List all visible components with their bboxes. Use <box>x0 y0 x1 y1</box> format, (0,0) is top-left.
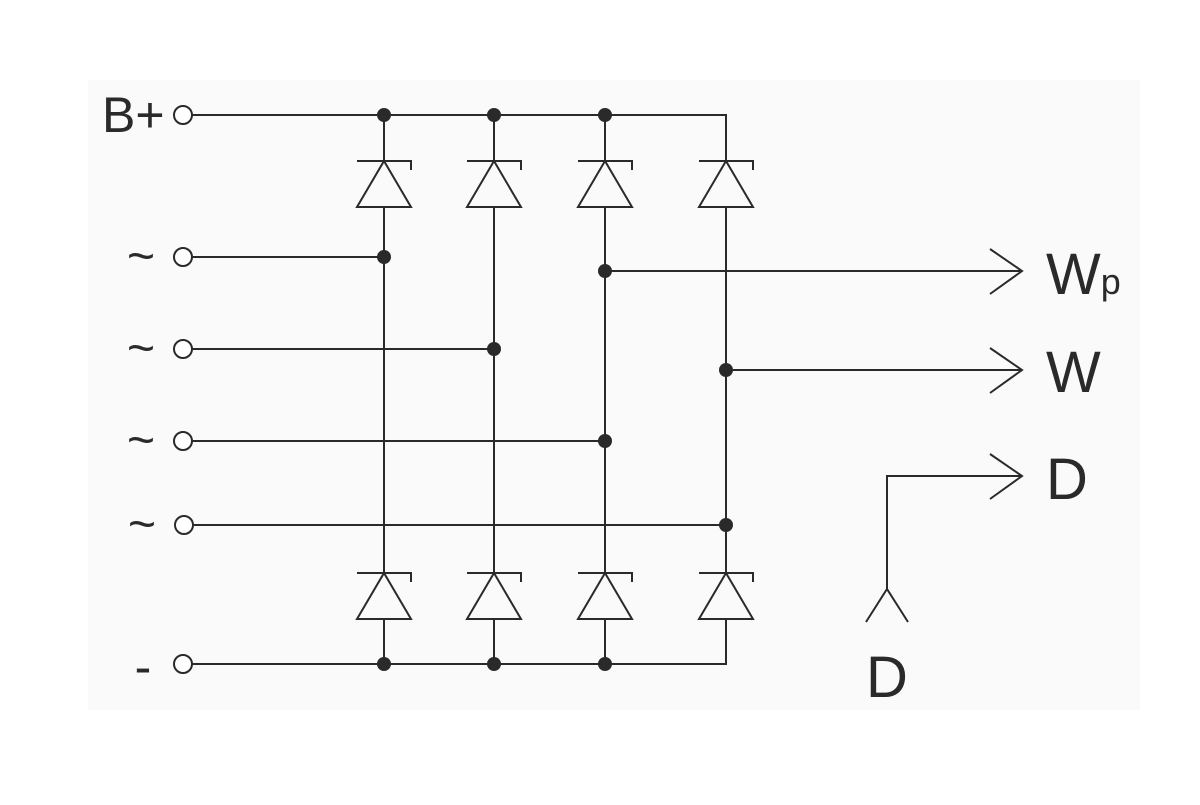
zener-diode-icon <box>697 159 755 208</box>
ac-terminal-4 <box>174 515 194 535</box>
d-input-label: D <box>866 645 908 710</box>
wp-subscript-text: p <box>1101 261 1121 302</box>
ac-label-1: ~ <box>127 230 155 283</box>
b-plus-rail <box>192 114 727 161</box>
w-output-label: W <box>1046 340 1101 405</box>
ac-label-4: ~ <box>128 498 156 551</box>
upper-diodes <box>355 159 755 208</box>
wp-main-text: W <box>1046 242 1101 307</box>
d-arrow-icon <box>989 453 1024 500</box>
minus-label: - <box>135 639 152 695</box>
diagram-panel <box>88 80 1140 710</box>
zener-diode-icon <box>355 159 413 208</box>
wires <box>192 114 1024 665</box>
d-input-fork-icon <box>865 587 909 623</box>
junction-dot <box>377 108 391 122</box>
zener-diode-icon <box>355 571 413 620</box>
junction-dot <box>719 363 733 377</box>
junction-dot <box>598 264 612 278</box>
d-output-label: D <box>1046 447 1088 512</box>
junction-dot <box>377 250 391 264</box>
w-arrow-icon <box>989 347 1024 394</box>
labels: B+ ~ ~ ~ ~ - Wp W D D <box>102 87 1121 710</box>
junction-dot <box>487 342 501 356</box>
zener-diode-icon <box>576 571 634 620</box>
b-plus-label: B+ <box>102 87 165 143</box>
ac-terminal-3 <box>173 431 193 451</box>
minus-rail <box>192 618 727 665</box>
wp-arrow-icon <box>989 248 1024 295</box>
junction-dot <box>487 657 501 671</box>
lower-diodes <box>355 571 755 620</box>
ac-terminal-2 <box>173 339 193 359</box>
wp-output-label: Wp <box>1046 242 1121 307</box>
ac-terminal-1 <box>173 247 193 267</box>
b-plus-terminal <box>173 105 193 125</box>
junction-dot <box>487 108 501 122</box>
d-output-wire <box>886 475 1022 589</box>
zener-diode-icon <box>697 571 755 620</box>
minus-terminal <box>173 654 193 674</box>
terminals <box>173 105 194 674</box>
junction-dot <box>598 434 612 448</box>
ac-label-2: ~ <box>127 322 155 375</box>
ac-label-3: ~ <box>127 414 155 467</box>
zener-diode-icon <box>576 159 634 208</box>
junction-dot <box>719 518 733 532</box>
junction-dot <box>377 657 391 671</box>
zener-diode-icon <box>465 571 523 620</box>
junctions <box>377 108 733 671</box>
zener-diode-icon <box>465 159 523 208</box>
junction-dot <box>598 657 612 671</box>
junction-dot <box>598 108 612 122</box>
